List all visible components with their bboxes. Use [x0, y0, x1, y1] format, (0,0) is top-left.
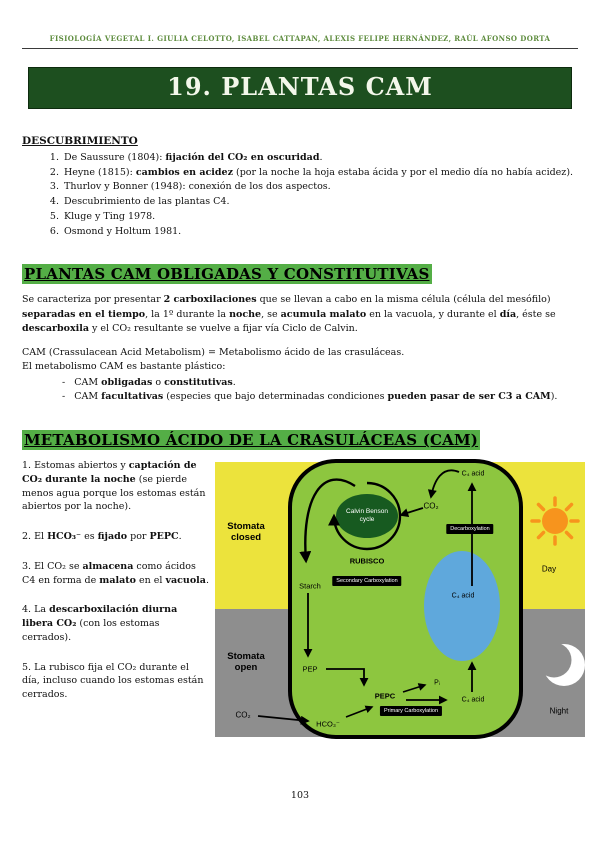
cam-plastico: El metabolismo CAM es bastante plástico: — [22, 361, 226, 373]
starch-label: Starch — [299, 581, 321, 591]
co2-top-label: CO₂ — [423, 501, 439, 511]
co2-bottom-label: CO₂ — [235, 710, 251, 720]
c4-acid-top-label: C₄ acid — [461, 470, 485, 478]
rubisco-label: RUBISCO — [349, 556, 385, 566]
day-label: Day — [541, 564, 557, 574]
metabolismo-steps: 1. Estomas abiertos y captación de CO₂ d… — [22, 459, 215, 744]
stomata-closed-label: Stomata closed — [227, 521, 265, 544]
page-title: 19. PLANTAS CAM — [167, 72, 433, 101]
descubrimiento-item: Thurlov y Bonner (1948): conexión de los… — [62, 180, 578, 195]
descubrimiento-item: De Saussure (1804): fijación del CO₂ en … — [62, 151, 578, 166]
metabolismo-step: 2. El HCO₃⁻ es fijado por PEPC. — [22, 531, 182, 543]
descubrimiento-item: Kluge y Ting 1978. — [62, 210, 578, 225]
section-heading-plantas-cam: PLANTAS CAM OBLIGADAS Y CONSTITUTIVAS — [22, 264, 432, 285]
cam-definition: CAM (Crassulacean Acid Metabolism) = Met… — [22, 347, 405, 359]
section-heading-metabolismo: METABOLISMO ÁCIDO DE LA CRASULÁCEAS (CAM… — [22, 430, 481, 450]
page-number: 103 — [290, 790, 310, 801]
stomata-open-label: Stomata open — [227, 651, 265, 674]
primary-carboxylation-box: Primary Carboxylation — [379, 706, 443, 716]
secondary-carboxylation-box: Secondary Carboxylation — [332, 576, 402, 586]
calvin-benson-cycle: Calvin Benson cycle — [336, 494, 398, 538]
title-banner: 19. PLANTAS CAM — [28, 67, 572, 109]
metabolismo-step: 3. El CO₂ se almacena como ácidos C4 en … — [22, 560, 209, 586]
cam-bullet-list: - CAM obligadas o constitutivas. - CAM f… — [22, 376, 578, 405]
decarboxylation-box: Decarboxylation — [446, 524, 494, 534]
descubrimiento-heading: DESCUBRIMIENTO — [22, 135, 138, 147]
hco3-label: HCO₃⁻ — [316, 719, 340, 729]
two-column-zone: 1. Estomas abiertos y captación de CO₂ d… — [22, 459, 600, 744]
content-area: DESCUBRIMIENTO De Saussure (1804): fijac… — [22, 135, 578, 450]
header-rule — [22, 48, 578, 49]
vacuole-ellipse — [424, 551, 500, 661]
cam-bullet: - CAM facultativas (especies que bajo de… — [62, 391, 558, 403]
descubrimiento-item: Descubrimiento de las plantas C4. — [62, 195, 578, 210]
metabolismo-step: 1. Estomas abiertos y captación de CO₂ d… — [22, 460, 206, 513]
c4-acid-bottom-label: C₄ acid — [461, 696, 485, 704]
cam-bullet: - CAM obligadas o constitutivas. — [62, 376, 236, 388]
plantas-cam-paragraph: Se caracteriza por presentar 2 carboxila… — [22, 294, 556, 334]
descubrimiento-item: Osmond y Holtum 1981. — [62, 225, 578, 240]
header-authors: FISIOLOGÍA VEGETAL I. GIULIA CELOTTO, IS… — [49, 34, 551, 43]
metabolismo-step: 5. La rubisco fija el CO₂ durante el día… — [22, 661, 204, 701]
descubrimiento-item: Heyne (1815): cambios en acidez (por la … — [62, 166, 578, 181]
metabolismo-step: 4. La descarboxilación diurna libera CO₂… — [22, 604, 178, 643]
pep-label: PEP — [302, 664, 318, 674]
pepc-label: PEPC — [374, 691, 396, 701]
c4-acid-vacuole-label: C₄ acid — [451, 592, 475, 600]
cam-cycle-diagram: Calvin Benson cycle — [215, 459, 585, 744]
descubrimiento-list: De Saussure (1804): fijación del CO₂ en … — [22, 151, 578, 239]
pi-label: Pᵢ — [434, 679, 440, 687]
night-label: Night — [549, 706, 569, 716]
